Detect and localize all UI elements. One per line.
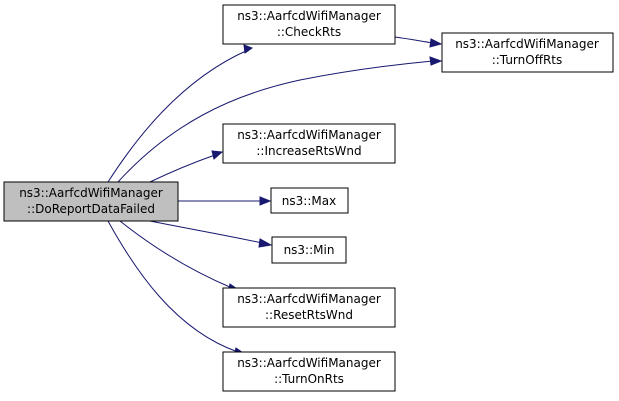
node-reset-rts-wnd-box	[222, 287, 396, 328]
node-do-report-data-failed-box	[3, 181, 179, 222]
node-increase-rts-wnd-line1: ns3::AarfcdWifiManager	[237, 128, 381, 142]
arrowhead-min	[258, 238, 273, 248]
node-do-report-data-failed-line1: ns3::AarfcdWifiManager	[19, 186, 163, 200]
node-max-label: ns3::Max	[282, 194, 336, 208]
node-check-rts-line1: ns3::AarfcdWifiManager	[237, 9, 381, 23]
node-reset-rts-wnd-line2: ::ResetRtsWnd	[265, 308, 353, 322]
node-max[interactable]: ns3::Max	[270, 187, 349, 214]
node-min-label: ns3::Min	[284, 243, 335, 257]
node-reset-rts-wnd[interactable]: ns3::AarfcdWifiManager ::ResetRtsWnd	[222, 287, 396, 328]
arrowhead-checkrts	[243, 44, 254, 54]
node-max-box	[270, 187, 349, 214]
node-turn-off-rts-line2: ::TurnOffRts	[492, 53, 563, 67]
node-turn-on-rts-box	[222, 351, 396, 392]
node-min[interactable]: ns3::Min	[271, 236, 347, 264]
edge-doreport-to-turnoffrts	[117, 60, 434, 183]
arrowhead-turnoffrts-2	[429, 38, 443, 48]
node-turn-on-rts[interactable]: ns3::AarfcdWifiManager ::TurnOnRts	[222, 351, 396, 392]
edge-doreport-to-min	[149, 220, 263, 244]
edge-doreport-to-increasertswnd	[149, 154, 216, 183]
edge-doreport-to-checkrts	[107, 49, 249, 183]
node-check-rts-box	[222, 4, 396, 45]
node-turn-off-rts[interactable]: ns3::AarfcdWifiManager ::TurnOffRts	[441, 32, 614, 73]
node-increase-rts-wnd[interactable]: ns3::AarfcdWifiManager ::IncreaseRtsWnd	[222, 123, 396, 164]
node-reset-rts-wnd-line1: ns3::AarfcdWifiManager	[237, 292, 381, 306]
node-turn-on-rts-line1: ns3::AarfcdWifiManager	[237, 356, 381, 370]
node-turn-off-rts-box	[441, 32, 614, 73]
edge-checkrts-to-turnoffrts	[394, 36, 434, 44]
node-do-report-data-failed[interactable]: ns3::AarfcdWifiManager ::DoReportDataFai…	[3, 181, 179, 222]
node-check-rts-line2: ::CheckRts	[277, 25, 341, 39]
node-increase-rts-wnd-box	[222, 123, 396, 164]
arrowhead-turnoffrts-1	[429, 56, 443, 66]
node-turn-on-rts-line2: ::TurnOnRts	[274, 372, 344, 386]
node-increase-rts-wnd-line2: ::IncreaseRtsWnd	[256, 144, 361, 158]
node-check-rts[interactable]: ns3::AarfcdWifiManager ::CheckRts	[222, 4, 396, 45]
edge-doreport-to-resetrtswnd	[119, 220, 233, 289]
node-turn-off-rts-line1: ns3::AarfcdWifiManager	[455, 37, 599, 51]
edges	[107, 36, 443, 357]
arrowhead-increasertswnd	[211, 150, 224, 160]
node-min-box	[271, 236, 347, 264]
edge-doreport-to-turnonrts	[107, 220, 239, 353]
arrowhead-max	[259, 196, 272, 206]
node-do-report-data-failed-line2: ::DoReportDataFailed	[27, 202, 155, 216]
